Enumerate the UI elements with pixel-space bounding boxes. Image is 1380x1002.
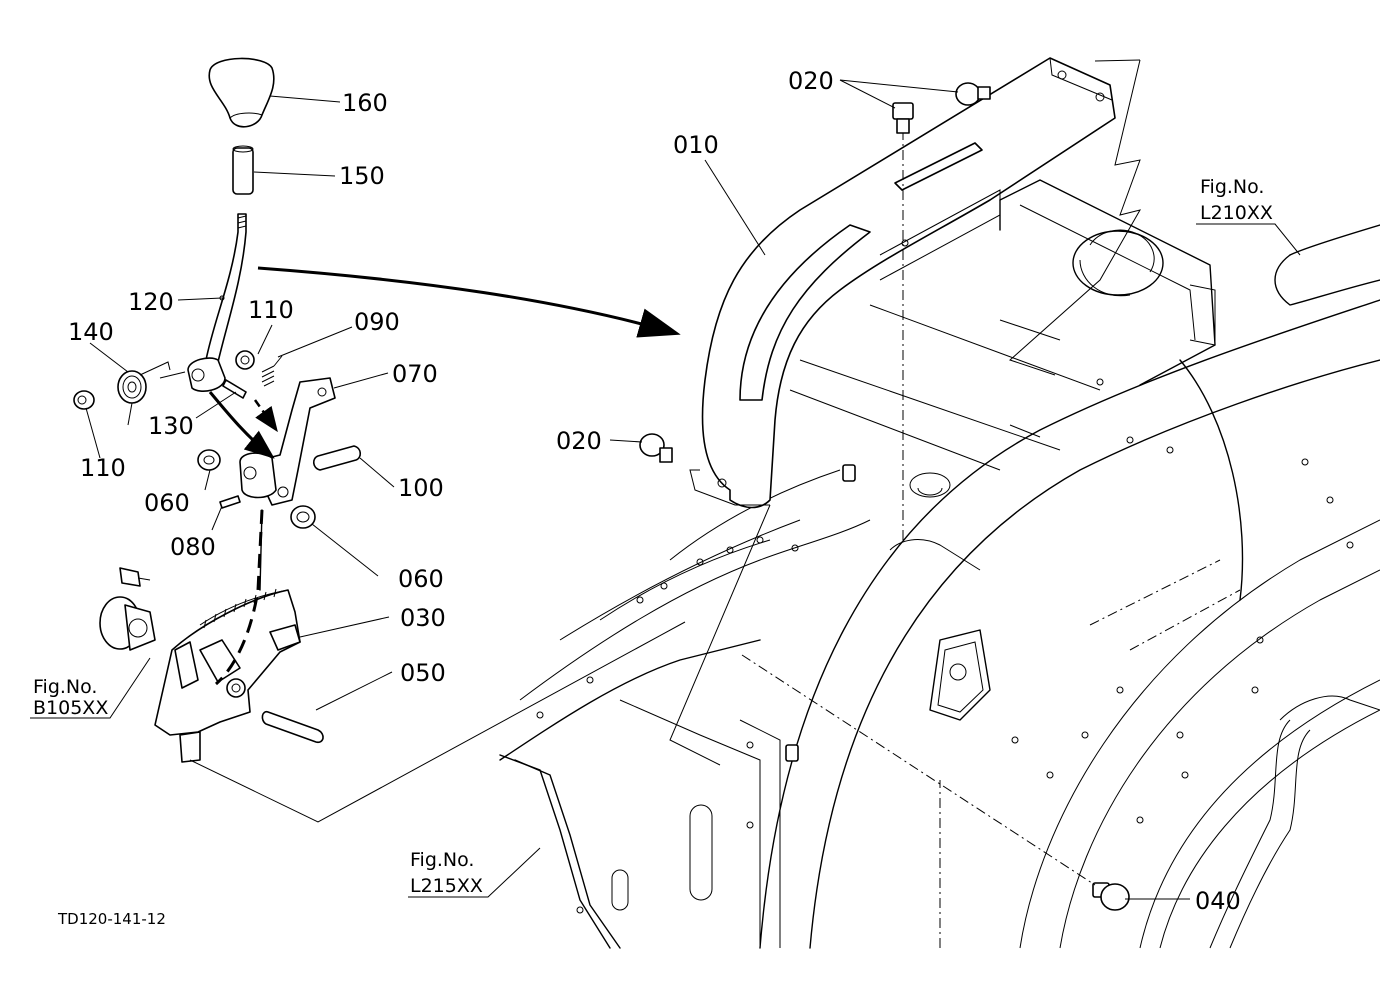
pin-100 [312,445,362,471]
callout-130: 130 [148,412,194,440]
washer-060-bottom [290,505,316,529]
figure-references: Fig.No. B105XX Fig.No. L210XX Fig.No. L2… [33,176,1273,897]
callout-120: 120 [128,288,174,316]
callout-110-lower: 110 [80,454,126,482]
callout-080: 080 [170,533,216,561]
callout-110-upper: 110 [248,296,294,324]
assembly-arrow-2 [253,399,278,433]
arm-070 [239,377,336,506]
lever-120 [187,213,247,392]
fig-ref-label-l215: Fig.No. [410,849,474,871]
fig-ref-l215: L215XX [410,875,483,897]
leader-lines [30,59,1301,900]
callout-070: 070 [392,360,438,388]
spring-140 [117,361,186,426]
callout-050: 050 [400,659,446,687]
callout-040: 040 [1195,887,1241,915]
bolt-020-top [892,102,914,134]
sensor-assembly [99,567,156,651]
fig-ref-l210: L210XX [1200,202,1273,224]
bolt-040 [1092,882,1130,911]
bolt-020-left [639,433,673,463]
knob-160 [208,57,275,128]
callout-030: 030 [400,604,446,632]
washer-060-top [197,449,221,471]
callout-100: 100 [398,474,444,502]
bolt-020-right [955,82,991,106]
assembly-arrow-1 [208,391,275,459]
pin-080 [219,495,241,509]
bushing-110-right [235,350,255,370]
drawing-code: TD120-141-12 [57,910,166,928]
callout-020-left: 020 [556,427,602,455]
pin-050 [261,710,324,744]
frame-holes [536,378,1354,914]
callout-010: 010 [673,131,719,159]
callout-090: 090 [354,308,400,336]
sector-030 [154,588,301,763]
callout-020-top: 020 [788,67,834,95]
callout-160: 160 [342,89,388,117]
pin-130 [222,379,247,399]
sleeve-150 [232,145,254,195]
callout-labels: 160 150 120 110 090 140 070 130 110 060 … [68,67,1241,915]
callout-150: 150 [339,162,385,190]
fig-ref-label-l210: Fig.No. [1200,176,1264,198]
bushing-110-left [73,390,95,410]
assembly-path-dashed [215,509,264,686]
fig-ref-label-b105: Fig.No. [33,676,97,698]
callout-140: 140 [68,318,114,346]
bracket-010 [689,57,1116,948]
transfer-arrow [257,266,681,338]
fig-ref-b105: B105XX [33,697,108,719]
spring-090 [261,355,283,387]
callout-060-lower: 060 [398,565,444,593]
fender-frame [499,179,1380,949]
callout-060-upper: 060 [144,489,190,517]
